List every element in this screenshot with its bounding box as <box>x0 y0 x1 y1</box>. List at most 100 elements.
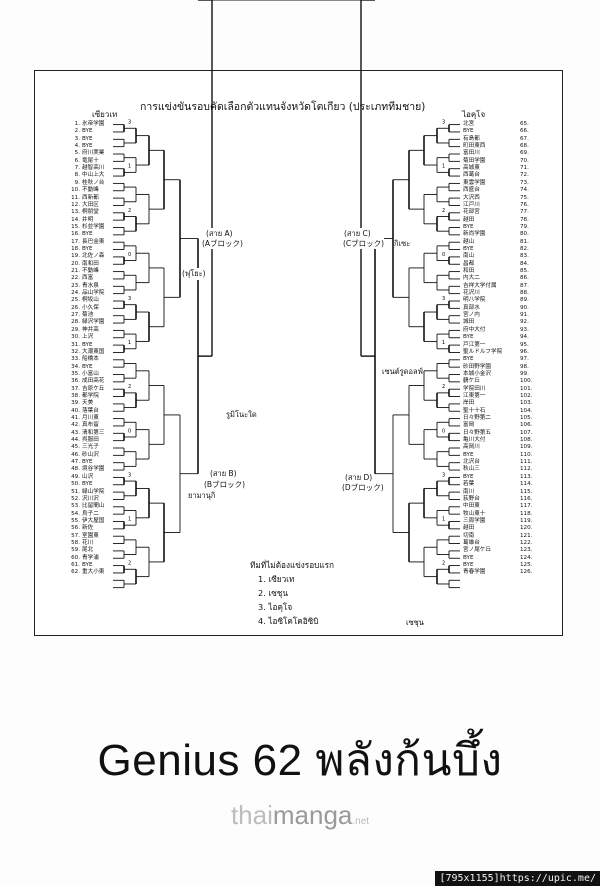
seed-number: 47. <box>71 459 80 466</box>
score-mark: 3 <box>128 120 131 126</box>
left-team-row: 24.品山学院 <box>66 290 104 297</box>
score-mark: 1 <box>442 340 445 346</box>
team-name: 越智高川 <box>82 165 105 172</box>
right-team-name: 高城東 <box>463 165 480 172</box>
team-name: BYE <box>82 143 93 150</box>
left-team-row: 40.落葉台 <box>66 408 99 415</box>
seed-number: 46. <box>71 451 80 458</box>
right-team-name: 町田東西 <box>463 143 486 150</box>
team-name: 大田区 <box>82 201 99 208</box>
team-name: 山沢 <box>82 473 94 480</box>
team-name: 緑沢学園 <box>82 319 105 326</box>
right-seed-number: 82. <box>520 245 529 252</box>
right-team-name: BYE <box>463 128 474 135</box>
right-team-name: 富田川 <box>463 150 480 157</box>
right-team-name: BYE <box>463 562 474 568</box>
seed-number: 36. <box>71 378 80 385</box>
left-team-row: 43.清和第三 <box>66 430 104 437</box>
seishin-label: เซนต์รูดอลฟ์ <box>382 366 423 378</box>
right-team-name: 西盛台 <box>463 187 480 194</box>
right-seed-number: 87. <box>520 282 529 289</box>
right-team-name: BYE <box>463 451 474 458</box>
left-team-row: 26.小久保 <box>66 305 99 312</box>
team-name: 杉並学園 <box>82 223 105 230</box>
right-team-name: 江東第一 <box>463 392 486 399</box>
right-team-name: 花部宮 <box>463 209 480 216</box>
team-name: 不動峰 <box>82 187 99 194</box>
team-name: 井明 <box>82 216 94 223</box>
right-seed-number: 119. <box>520 517 533 524</box>
left-team-row: 32.大潮東国 <box>66 349 104 356</box>
left-team-row: 4.BYE <box>66 143 93 150</box>
team-name: BYE <box>82 363 93 370</box>
left-team-row: 62.重大小東 <box>66 569 104 576</box>
score-mark: 2 <box>128 384 131 390</box>
seed-number: 54. <box>71 510 80 517</box>
right-seed-number: 116. <box>520 495 533 502</box>
seed-number: 42. <box>71 422 80 429</box>
rumino-label: รูมิโนะใด <box>226 409 257 421</box>
score-mark: 3 <box>128 472 131 478</box>
seed-number: 45. <box>71 444 80 451</box>
seed-number: 51. <box>71 488 80 495</box>
right-seed-number: 74. <box>520 187 529 194</box>
right-seed-number: 122. <box>520 539 533 546</box>
yamanuki-label: ยามานุกิ <box>188 490 216 502</box>
right-team-name: 聖ルドルフ学院 <box>463 348 503 355</box>
right-seed-number: 124. <box>520 554 533 561</box>
team-name: 中山上大 <box>82 172 105 179</box>
seed-number: 3. <box>74 135 80 142</box>
right-team-name: 岸田 <box>463 400 475 407</box>
team-name: 烏子二 <box>82 510 99 517</box>
team-name: 船橋本 <box>82 356 99 363</box>
seed-number: 16. <box>71 231 80 238</box>
left-team-row: 46.砂山沢 <box>66 452 99 459</box>
seed-number: 4. <box>74 143 80 150</box>
right-seed-number: 112. <box>520 466 533 473</box>
right-team-name: 三周学園 <box>463 517 486 524</box>
bye-note-item: 1. เซียวเท <box>258 574 295 584</box>
seed-number: 24. <box>71 290 80 297</box>
seed-number: 23. <box>71 282 80 289</box>
seed-number: 5. <box>74 150 80 157</box>
score-mark: 1 <box>128 164 131 170</box>
right-seed-number: 67. <box>520 135 529 142</box>
right-seed-number: 65. <box>520 121 529 127</box>
seed-number: 12. <box>71 201 80 208</box>
right-team-name: 荻野台 <box>463 495 480 502</box>
right-team-name: 若葉 <box>463 481 475 488</box>
score-mark: 2 <box>442 561 445 567</box>
score-mark: 0 <box>128 428 131 434</box>
right-seed-number: 66. <box>520 128 529 135</box>
right-team-name: 日々野第五 <box>463 429 491 436</box>
left-team-row: 19.北佐ノ森 <box>66 253 104 260</box>
right-team-name: 日々野第二 <box>463 415 491 421</box>
team-name: BYE <box>82 481 93 488</box>
block-d-jp-label: (Dブロック) <box>342 482 384 493</box>
team-name: BYE <box>82 459 93 466</box>
seed-number: 27. <box>71 312 80 319</box>
team-name: BYE <box>82 245 93 252</box>
left-team-row: 45.三光子 <box>66 444 99 451</box>
left-team-row: 13.桐朋堂 <box>66 209 99 216</box>
right-team-name: BYE <box>463 334 474 341</box>
right-seed-number: 121. <box>520 532 533 539</box>
team-name: 天美 <box>82 400 94 407</box>
team-name: 青水泉 <box>82 282 99 289</box>
left-team-row: 12.大田区 <box>66 202 99 209</box>
left-team-row: 1.氷帝学園 <box>66 121 105 128</box>
team-name: BYE <box>82 562 93 568</box>
block-a-label: (สาย A) <box>206 228 233 240</box>
right-team-name: 富岡 <box>463 422 475 429</box>
left-team-row: 50.BYE <box>66 481 92 488</box>
bottom-right-label: เซชุน <box>406 617 424 629</box>
left-team-row: 49.山沢 <box>66 474 93 481</box>
team-name: 長巴金東 <box>82 238 105 245</box>
left-team-row: 2.BYE <box>66 128 93 135</box>
right-seed-number: 81. <box>520 238 529 245</box>
left-team-row: 53.比留間山 <box>66 503 104 510</box>
right-seed-number: 76. <box>520 201 529 208</box>
right-seed-number: 80. <box>520 231 529 238</box>
